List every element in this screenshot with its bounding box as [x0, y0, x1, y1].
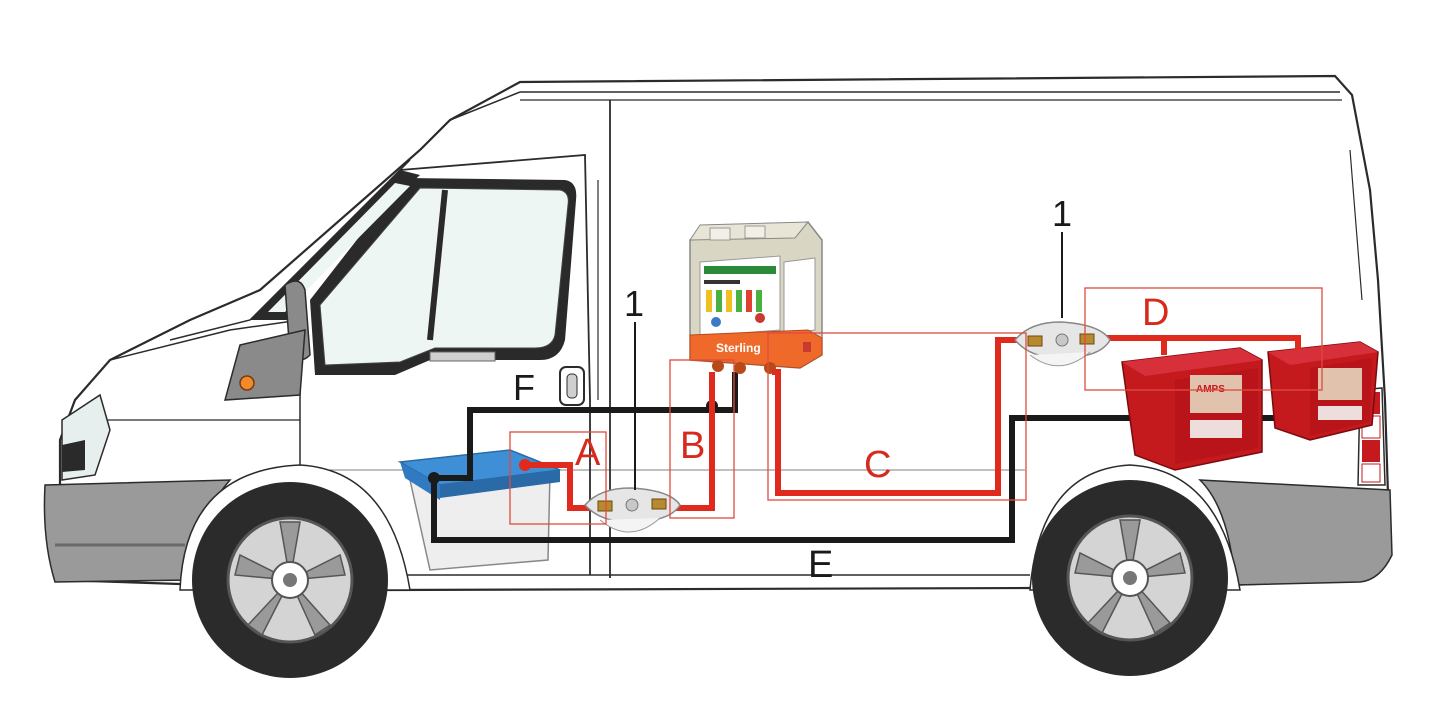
charger-button-icon [711, 317, 721, 327]
positive-cables [525, 335, 1301, 511]
charger-led-panel [706, 290, 762, 312]
cable-c [772, 337, 1030, 496]
section-boxes [509, 287, 1323, 525]
box-c [767, 332, 1027, 501]
label-f: F [513, 367, 535, 408]
side-mirror [223, 280, 311, 401]
starter-battery [397, 449, 561, 571]
label-fuse-rear: 1 [1052, 193, 1072, 234]
fuse-holder-rear [1014, 321, 1111, 367]
cable-f [434, 372, 738, 481]
battery-charger: Sterling [689, 221, 823, 374]
fuse-holder-front [583, 487, 681, 533]
label-d: D [1142, 292, 1169, 334]
leisure-battery-1: AMPS [1121, 347, 1263, 471]
box-b [669, 359, 735, 519]
label-a: A [575, 432, 601, 474]
indicator-light-icon [239, 375, 255, 391]
diagram-labels: A B C D E F 1 1 [513, 193, 1169, 586]
charger-brand: Sterling [716, 341, 761, 355]
label-b: B [680, 425, 705, 467]
charger-button-icon [755, 313, 765, 323]
cable-a [525, 462, 600, 511]
rear-wheel [1029, 464, 1241, 676]
front-wheel [179, 464, 411, 678]
box-a [509, 431, 607, 525]
label-fuse-front: 1 [624, 283, 644, 324]
leisure-battery-2 [1267, 341, 1379, 441]
label-e: E [808, 544, 833, 586]
cable-b [670, 372, 715, 511]
box-d [1084, 287, 1323, 391]
label-c: C [864, 444, 891, 486]
front-window [310, 178, 577, 375]
